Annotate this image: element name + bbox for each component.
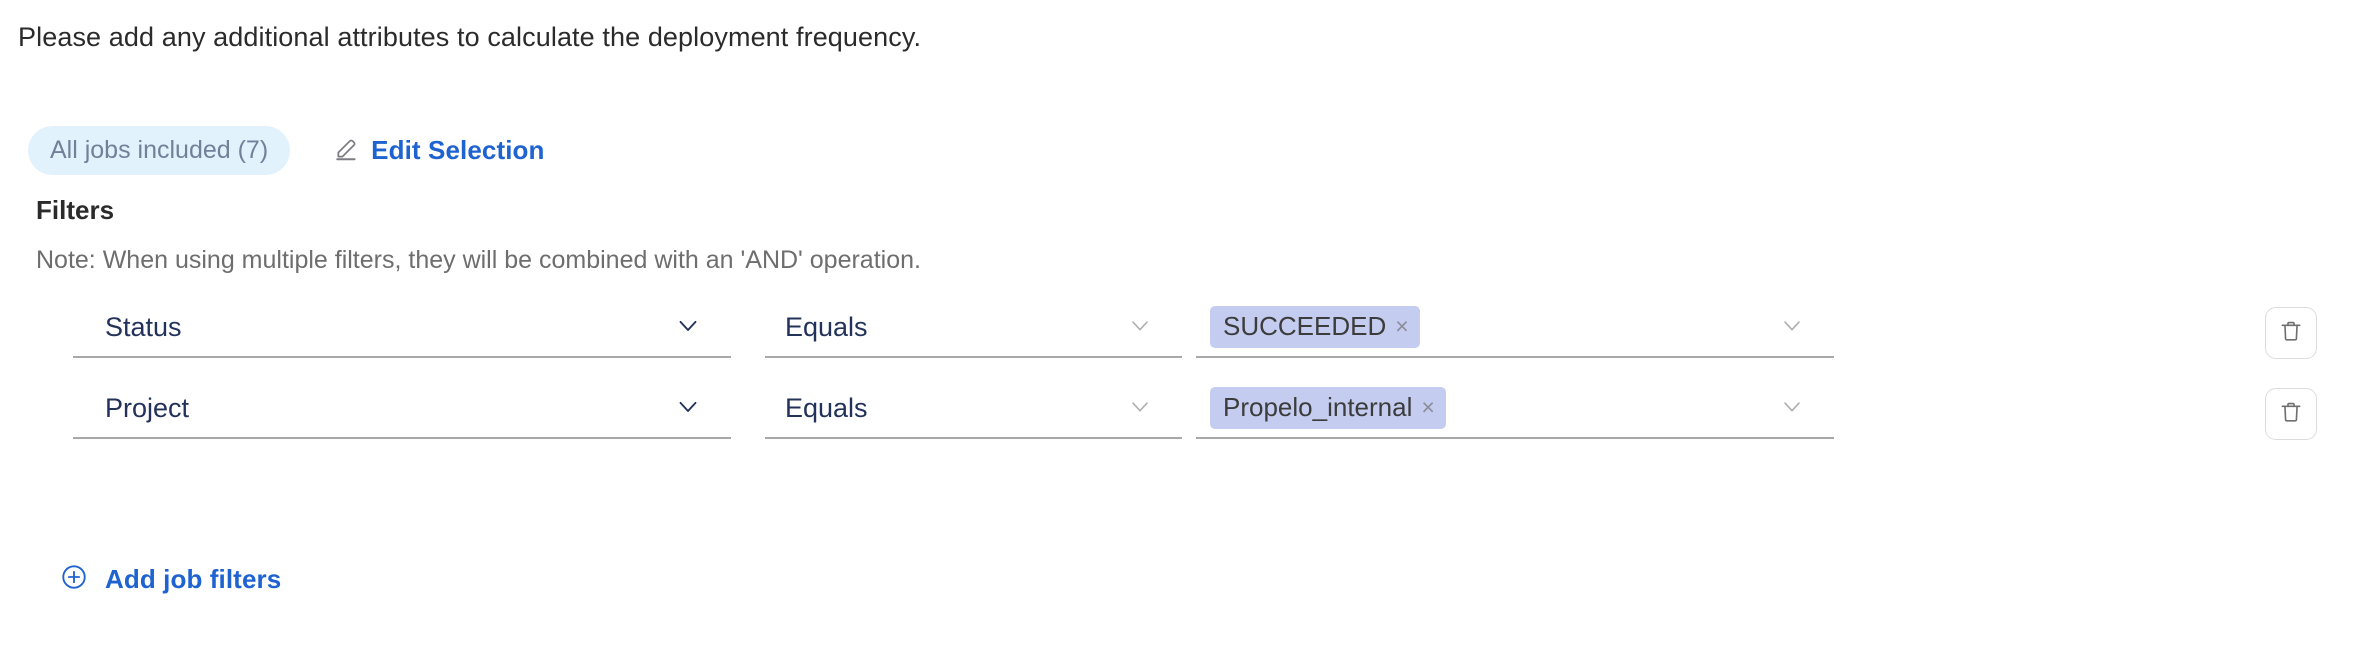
filter-operator-value: Equals: [785, 392, 868, 423]
all-jobs-included-badge: All jobs included (7): [28, 126, 291, 176]
chevron-down-icon: [1778, 392, 1806, 425]
filter-value-select[interactable]: Propelo_internal ×: [1196, 381, 1834, 439]
chevron-down-icon: [1126, 311, 1154, 344]
chevron-down-icon: [1778, 311, 1806, 344]
trash-icon: [2278, 399, 2304, 430]
close-icon[interactable]: ×: [1421, 393, 1435, 420]
value-chip-label: SUCCEEDED: [1223, 311, 1387, 342]
filter-operator-select[interactable]: Equals: [765, 381, 1182, 439]
delete-filter-button[interactable]: [2265, 307, 2317, 359]
trash-icon: [2278, 318, 2304, 349]
filter-attribute-select[interactable]: Project: [73, 381, 731, 439]
add-job-filters-label: Add job filters: [105, 564, 282, 594]
filters-heading: Filters: [36, 195, 115, 225]
filters-note: Note: When using multiple filters, they …: [36, 246, 921, 274]
delete-filter-button[interactable]: [2265, 388, 2317, 440]
filter-row: Project Equals Propelo_internal ×: [0, 381, 2376, 451]
filter-attribute-value: Status: [105, 311, 182, 342]
filter-attribute-select[interactable]: Status: [73, 300, 731, 358]
value-chip-label: Propelo_internal: [1223, 392, 1413, 423]
filter-value-chips: Propelo_internal ×: [1196, 387, 1778, 429]
edit-selection-button[interactable]: Edit Selection: [334, 135, 544, 166]
chevron-down-icon: [1126, 392, 1154, 425]
filter-row: Status Equals SUCCEEDED ×: [0, 300, 2376, 370]
value-chip[interactable]: SUCCEEDED ×: [1210, 306, 1420, 348]
chevron-down-icon: [673, 391, 703, 426]
value-chip[interactable]: Propelo_internal ×: [1210, 387, 1446, 429]
filter-operator-value: Equals: [785, 311, 868, 342]
filter-value-select[interactable]: SUCCEEDED ×: [1196, 300, 1834, 358]
filter-attribute-value: Project: [105, 392, 190, 423]
filter-value-chips: SUCCEEDED ×: [1196, 306, 1778, 348]
plus-circle-icon: [60, 563, 88, 596]
pencil-icon: [334, 135, 360, 166]
add-job-filters-button[interactable]: Add job filters: [60, 563, 281, 596]
job-selection-row: All jobs included (7) Edit Selection: [28, 126, 545, 176]
page-instruction: Please add any additional attributes to …: [18, 22, 922, 52]
close-icon[interactable]: ×: [1395, 312, 1409, 339]
edit-selection-label: Edit Selection: [371, 135, 545, 166]
filter-operator-select[interactable]: Equals: [765, 300, 1182, 358]
chevron-down-icon: [673, 310, 703, 345]
